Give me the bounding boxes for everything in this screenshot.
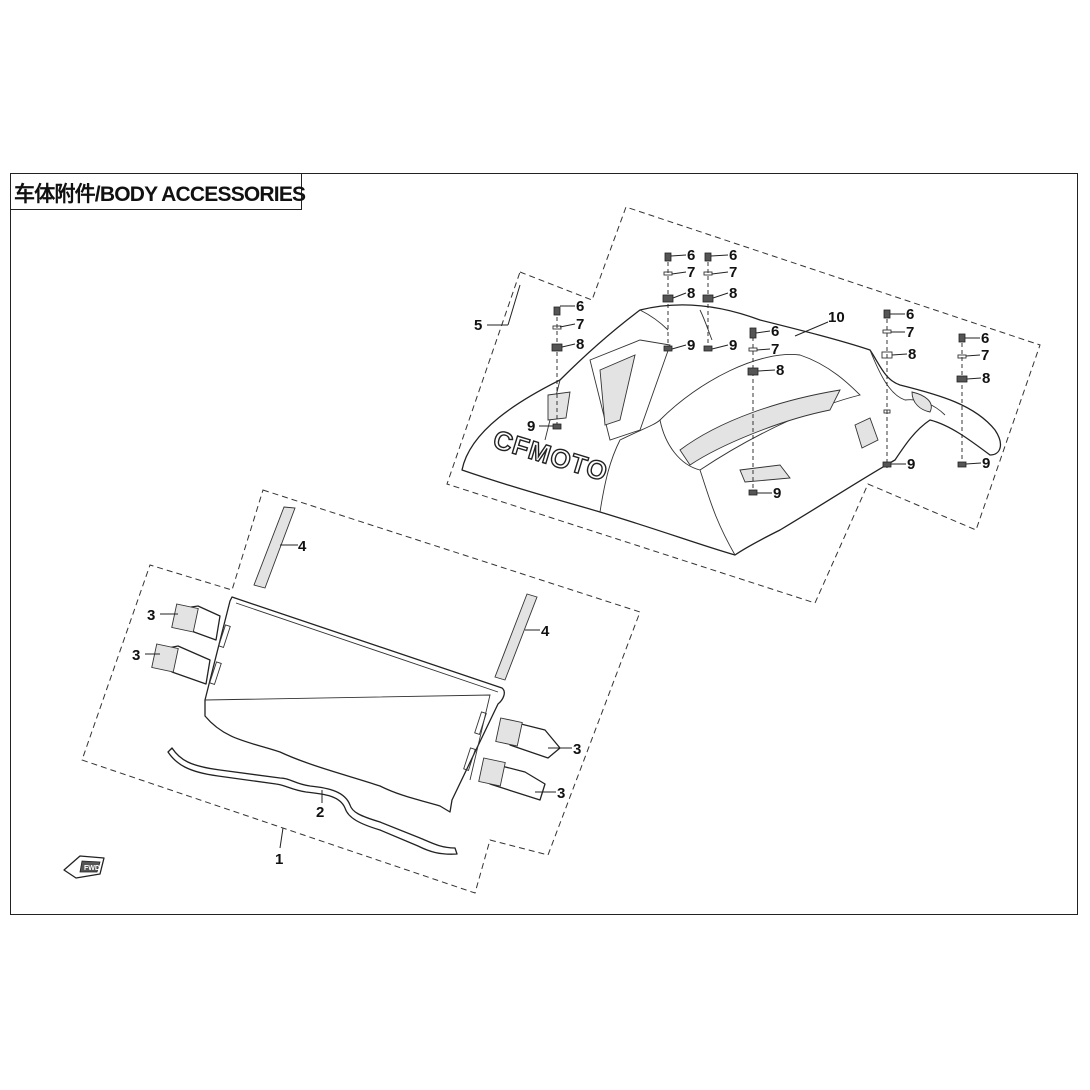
fastener-stack-2: [662, 252, 674, 352]
strap-clip-4: [478, 757, 546, 801]
callout-7: 7: [687, 264, 695, 281]
callout-8: 8: [687, 285, 695, 302]
callout-3-a: 3: [147, 607, 155, 624]
callout-9: 9: [773, 485, 781, 502]
callout-6: 6: [576, 298, 584, 315]
strap-clip-3: [495, 717, 561, 759]
callout-4-left: 4: [298, 538, 307, 555]
callout-8: 8: [776, 362, 784, 379]
callout-10: 10: [828, 309, 845, 326]
callout-7: 7: [906, 324, 914, 341]
foam-strip-right: [494, 593, 538, 681]
callout-3-b: 3: [132, 647, 140, 664]
callout-6: 6: [687, 247, 695, 264]
callout-labels: 5 10 4 4 3 3 3 3 2 1 6 7 8 9 6 7 8 9 6 7…: [132, 247, 990, 868]
leader-lines: [145, 254, 982, 849]
rear-rack-group-outline: [81, 489, 641, 894]
callout-7: 7: [576, 316, 584, 333]
fastener-stack-1: [551, 306, 563, 430]
support-bracket: [167, 747, 458, 855]
callout-7: 7: [771, 341, 779, 358]
rear-panel: [204, 596, 505, 813]
callout-9: 9: [729, 337, 737, 354]
callout-6: 6: [771, 323, 779, 340]
strap-clip-1: [171, 603, 221, 641]
callout-9: 9: [982, 455, 990, 472]
title-box: 车体附件/BODY ACCESSORIES: [10, 173, 306, 210]
callout-2: 2: [316, 804, 324, 821]
callout-9: 9: [527, 418, 535, 435]
front-rack-group-outline: [446, 206, 1041, 604]
callout-5: 5: [474, 317, 482, 334]
callout-1: 1: [275, 851, 283, 868]
front-body-cover: CFMOTO: [461, 304, 1002, 556]
fastener-stack-6: [956, 333, 968, 468]
callout-4-right: 4: [541, 623, 550, 640]
strap-clip-2: [151, 643, 211, 685]
diagram-frame: [10, 173, 1078, 915]
callout-9: 9: [687, 337, 695, 354]
callout-8: 8: [729, 285, 737, 302]
callout-7: 7: [981, 347, 989, 364]
callout-7: 7: [729, 264, 737, 281]
callout-3-d: 3: [557, 785, 565, 802]
foam-strip-left: [253, 506, 296, 589]
callout-8: 8: [908, 346, 916, 363]
page-title: 车体附件/BODY ACCESSORIES: [14, 183, 306, 206]
callout-3-c: 3: [573, 741, 581, 758]
fwd-label: FWD: [84, 865, 100, 872]
callout-8: 8: [576, 336, 584, 353]
callout-6: 6: [981, 330, 989, 347]
callout-9: 9: [907, 456, 915, 473]
forward-arrow-icon: FWD: [63, 855, 105, 879]
callout-8: 8: [982, 370, 990, 387]
callout-6: 6: [729, 247, 737, 264]
callout-6: 6: [906, 306, 914, 323]
